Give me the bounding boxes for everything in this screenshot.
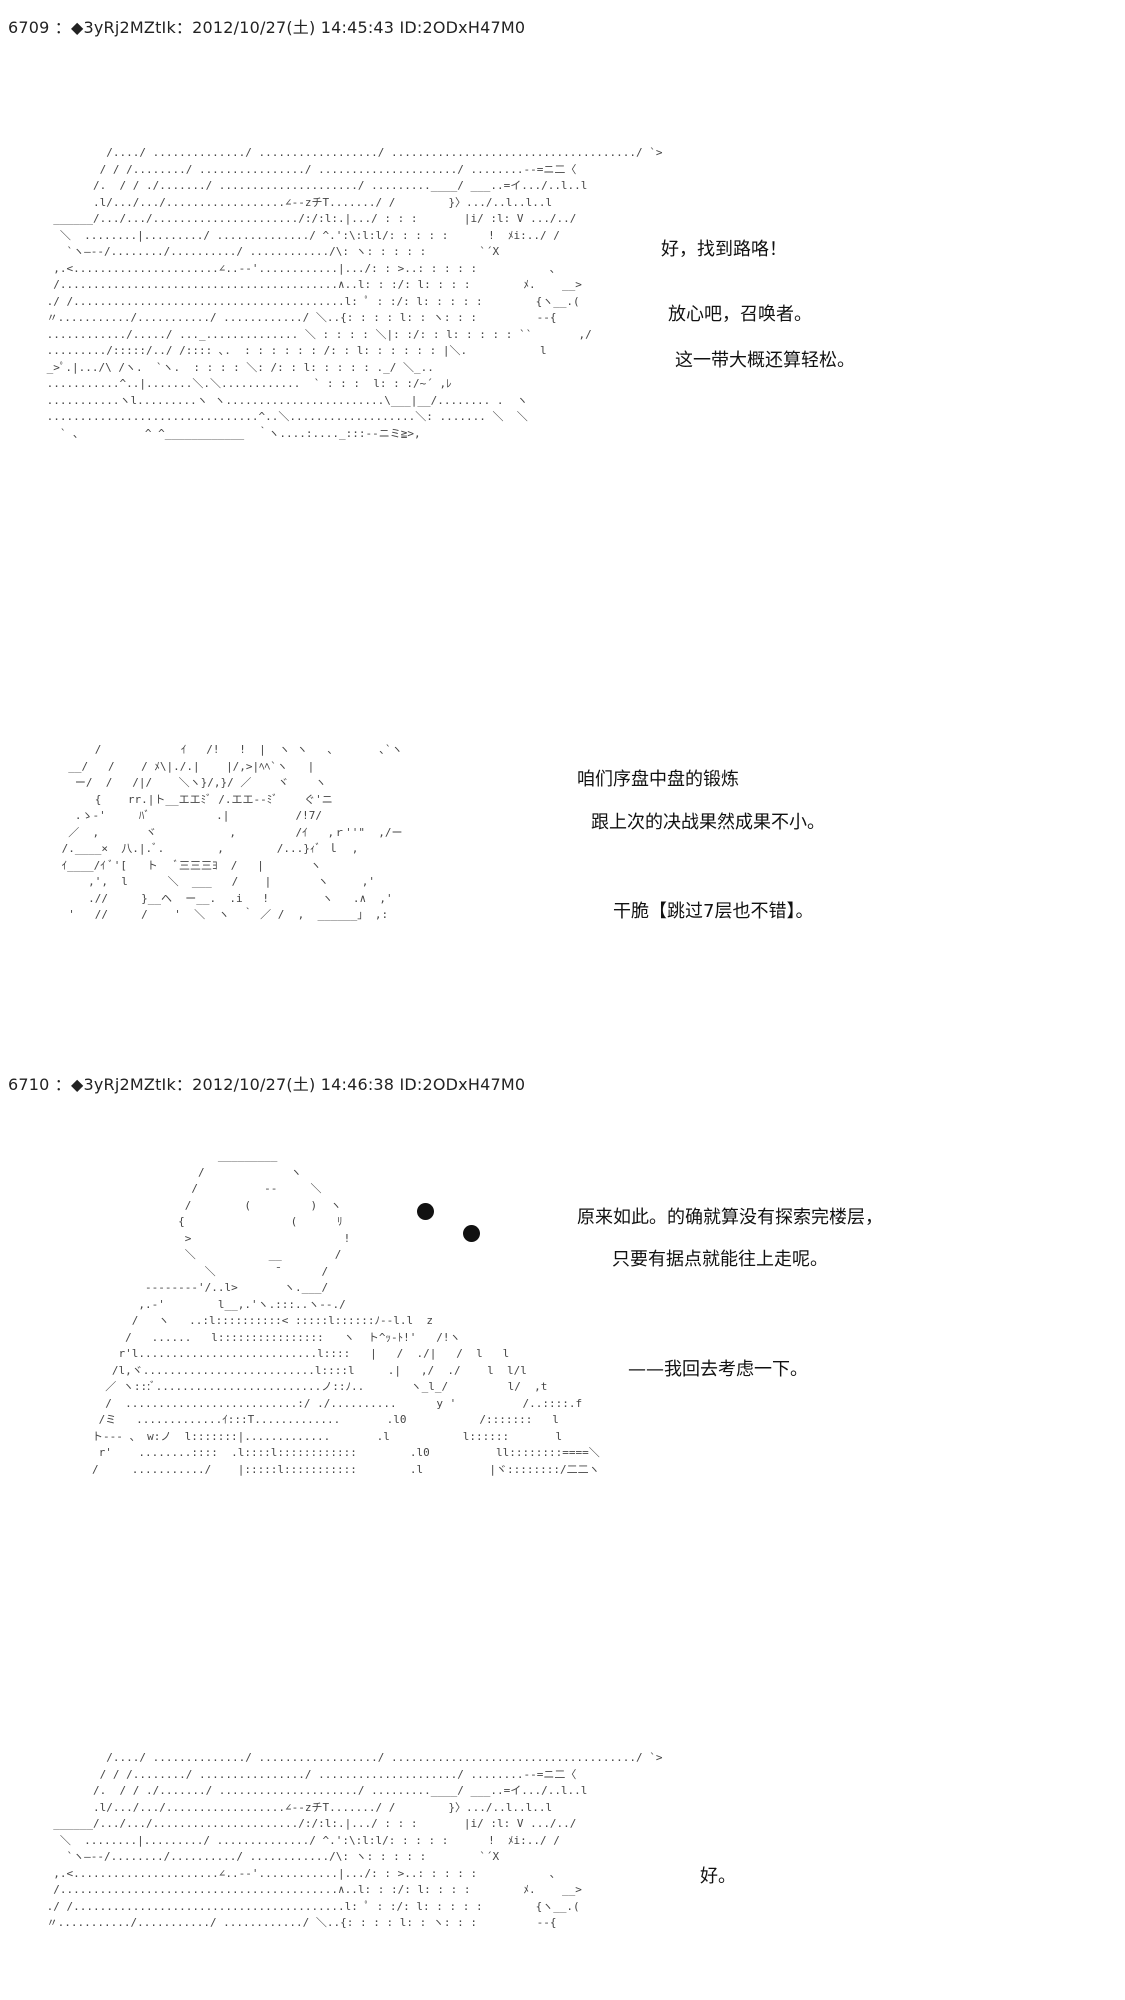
ascii-art-landscape: /..../ ............../ .................… [46,146,663,440]
eye-left-icon [417,1203,434,1220]
dialogue-line: 跟上次的决战果然成果不小。 [591,812,825,833]
dialogue-line: 干脆【跳过7层也不错】。 [613,901,814,922]
dialogue-line: 咱们序盘中盘的锻炼 [577,769,739,790]
dialogue-line: 放心吧，召唤者。 [668,304,812,325]
dialogue-line: 只要有据点就能往上走呢。 [612,1249,828,1270]
dialogue-line: ——我回去考虑一下。 [628,1359,808,1380]
post-header-6709: 6709 ：◆3yRj2MZtIk：2012/10/27(土) 14:45:43… [8,18,526,37]
post-header-6710: 6710 ：◆3yRj2MZtIk：2012/10/27(土) 14:46:38… [8,1075,526,1094]
ascii-art-round-character: _________ / ヽ / -- ＼ / ( ) ヽ { ( ﾘ > ! [92,1149,600,1476]
dialogue-line: 好。 [700,1866,736,1887]
ascii-art-landscape-repeat: /..../ ............../ .................… [46,1751,663,1929]
dialogue-line: 好，找到路咯！ [661,239,787,260]
dialogue-line: 原来如此。的确就算没有探索完楼层， [577,1207,883,1228]
dialogue-line: 这一带大概还算轻松。 [675,350,855,371]
eye-right-icon [463,1225,480,1242]
ascii-art-face: / ｲ /! ! | ヽ ヽ ､ ､`ヽ __/ / / ﾒ\|./.| |/,… [61,743,403,921]
